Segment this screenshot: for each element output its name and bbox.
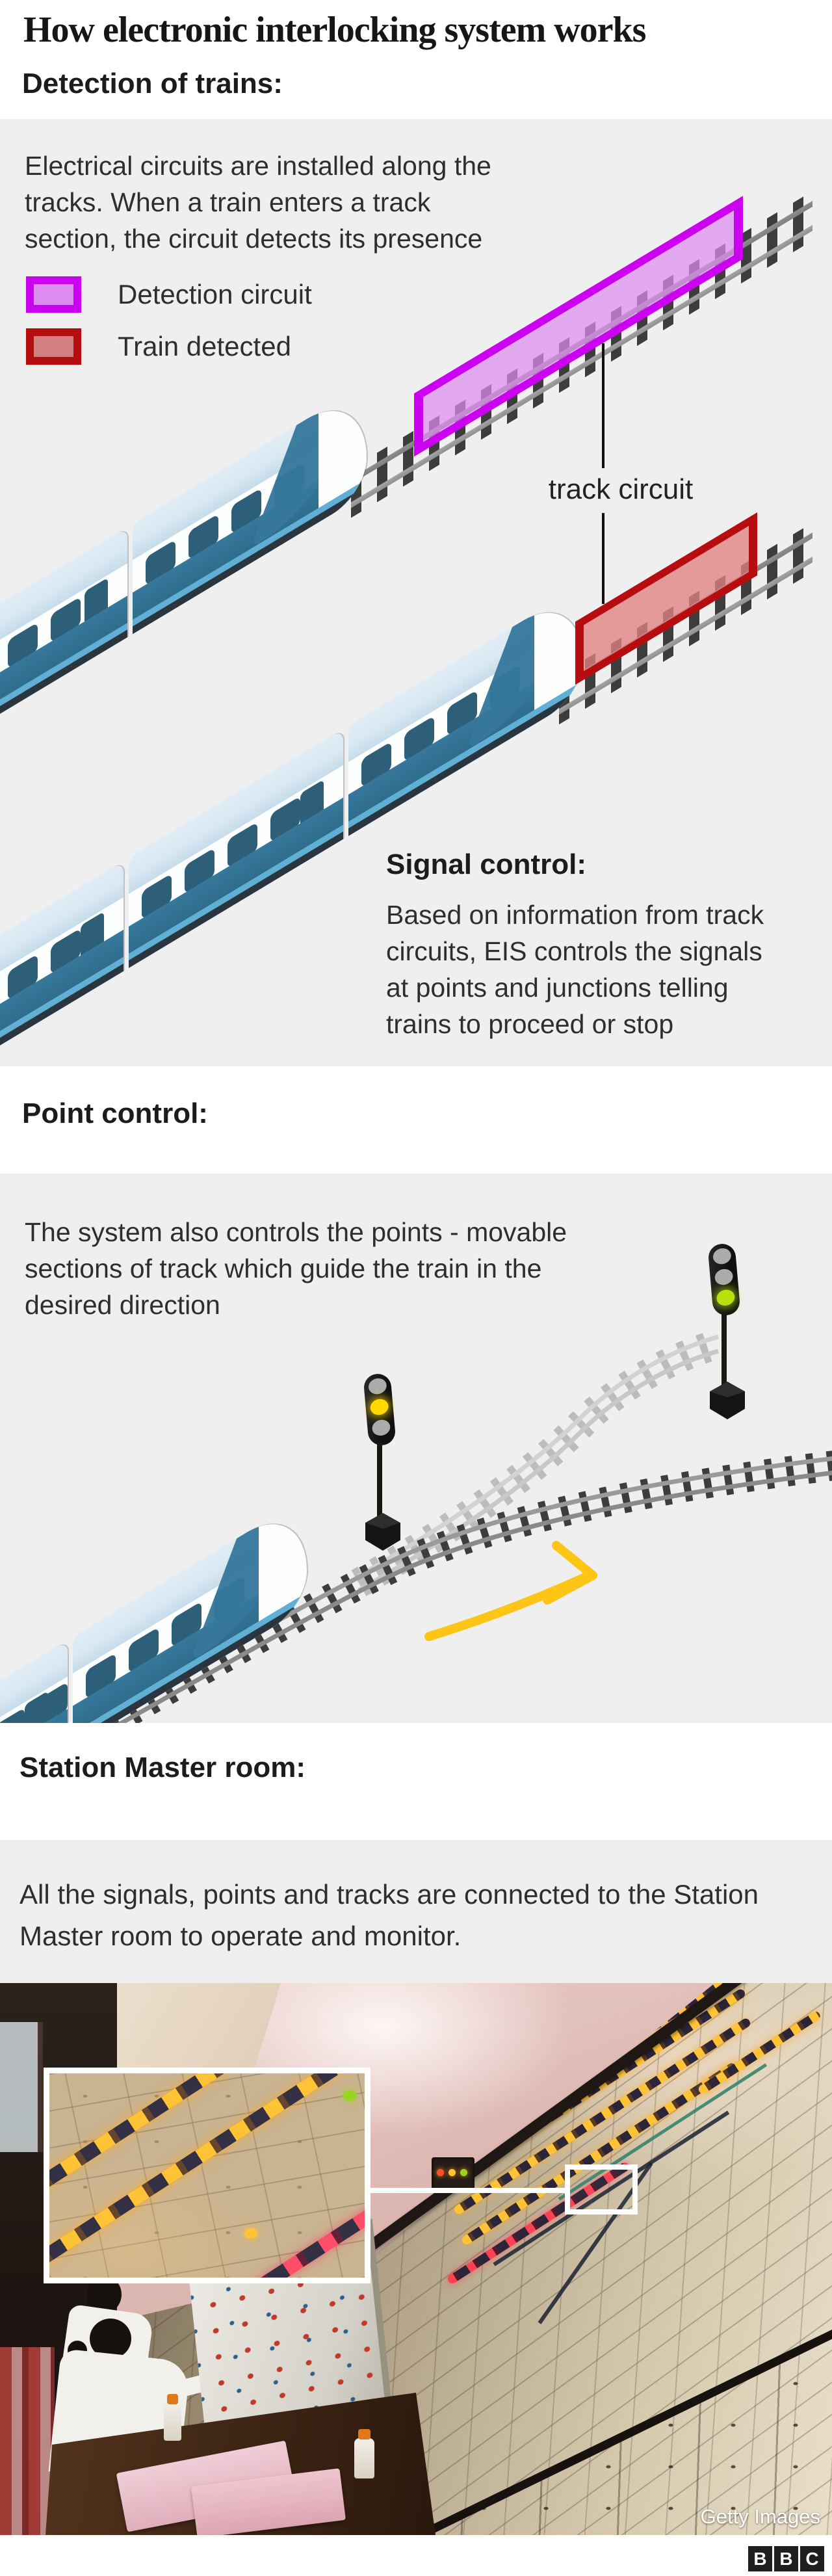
direction-arrow-icon	[424, 1541, 597, 1641]
wall-device-icon	[432, 2157, 474, 2190]
section-heading-station-master: Station Master room:	[20, 1752, 306, 1783]
detection-description: Electrical circuits are installed along …	[25, 151, 491, 254]
track-circuit-upper-line	[602, 343, 604, 468]
signal-light-off	[370, 1417, 393, 1438]
bottle-icon	[164, 2394, 181, 2441]
inset-amber-light	[244, 2228, 257, 2239]
track-circuit-lower-line	[602, 513, 604, 604]
inset-green-light	[343, 2090, 356, 2101]
window	[0, 2022, 43, 2152]
detection-panel: Electrical circuits are installed along …	[0, 119, 832, 1066]
section-heading-point-control: Point control:	[22, 1097, 208, 1129]
point-control-panel: The system also controls the points - mo…	[0, 1174, 832, 1723]
signal-control-heading: Signal control:	[386, 848, 586, 880]
signal-light-off	[712, 1267, 735, 1287]
station-master-description: All the signals, points and tracks are c…	[20, 1879, 759, 1951]
signal-light-yellow	[368, 1397, 391, 1417]
station-master-panel: All the signals, points and tracks are c…	[0, 1840, 832, 1983]
signal-light-green	[714, 1287, 737, 1308]
page-title: How electronic interlocking system works	[23, 10, 646, 50]
section-heading-detection: Detection of trains:	[22, 68, 283, 99]
inset-connector-line	[370, 2188, 566, 2193]
bottle-icon	[354, 2429, 374, 2478]
train-upper	[0, 380, 372, 769]
station-master-room-photo: Getty Images	[0, 1983, 832, 2535]
signal-light-off	[366, 1376, 389, 1397]
photo-credit: Getty Images	[700, 2505, 820, 2528]
inset-target-rectangle	[565, 2164, 638, 2215]
point-control-description: The system also controls the points - mo…	[25, 1217, 567, 1320]
signal-control-description: Based on information from track circuits…	[386, 900, 764, 1039]
detection-circuit-swatch-icon	[26, 276, 81, 313]
signal-light-off	[710, 1246, 733, 1267]
train-detected-swatch-icon	[26, 328, 81, 365]
curtain	[0, 2347, 55, 2535]
legend-train-detected: Train detected	[26, 328, 291, 365]
legend-detection-circuit: Detection circuit	[26, 276, 312, 313]
zoom-inset	[44, 2068, 370, 2283]
bbc-logo: B B C	[748, 2546, 824, 2571]
track-circuit-label: track circuit	[548, 473, 694, 505]
